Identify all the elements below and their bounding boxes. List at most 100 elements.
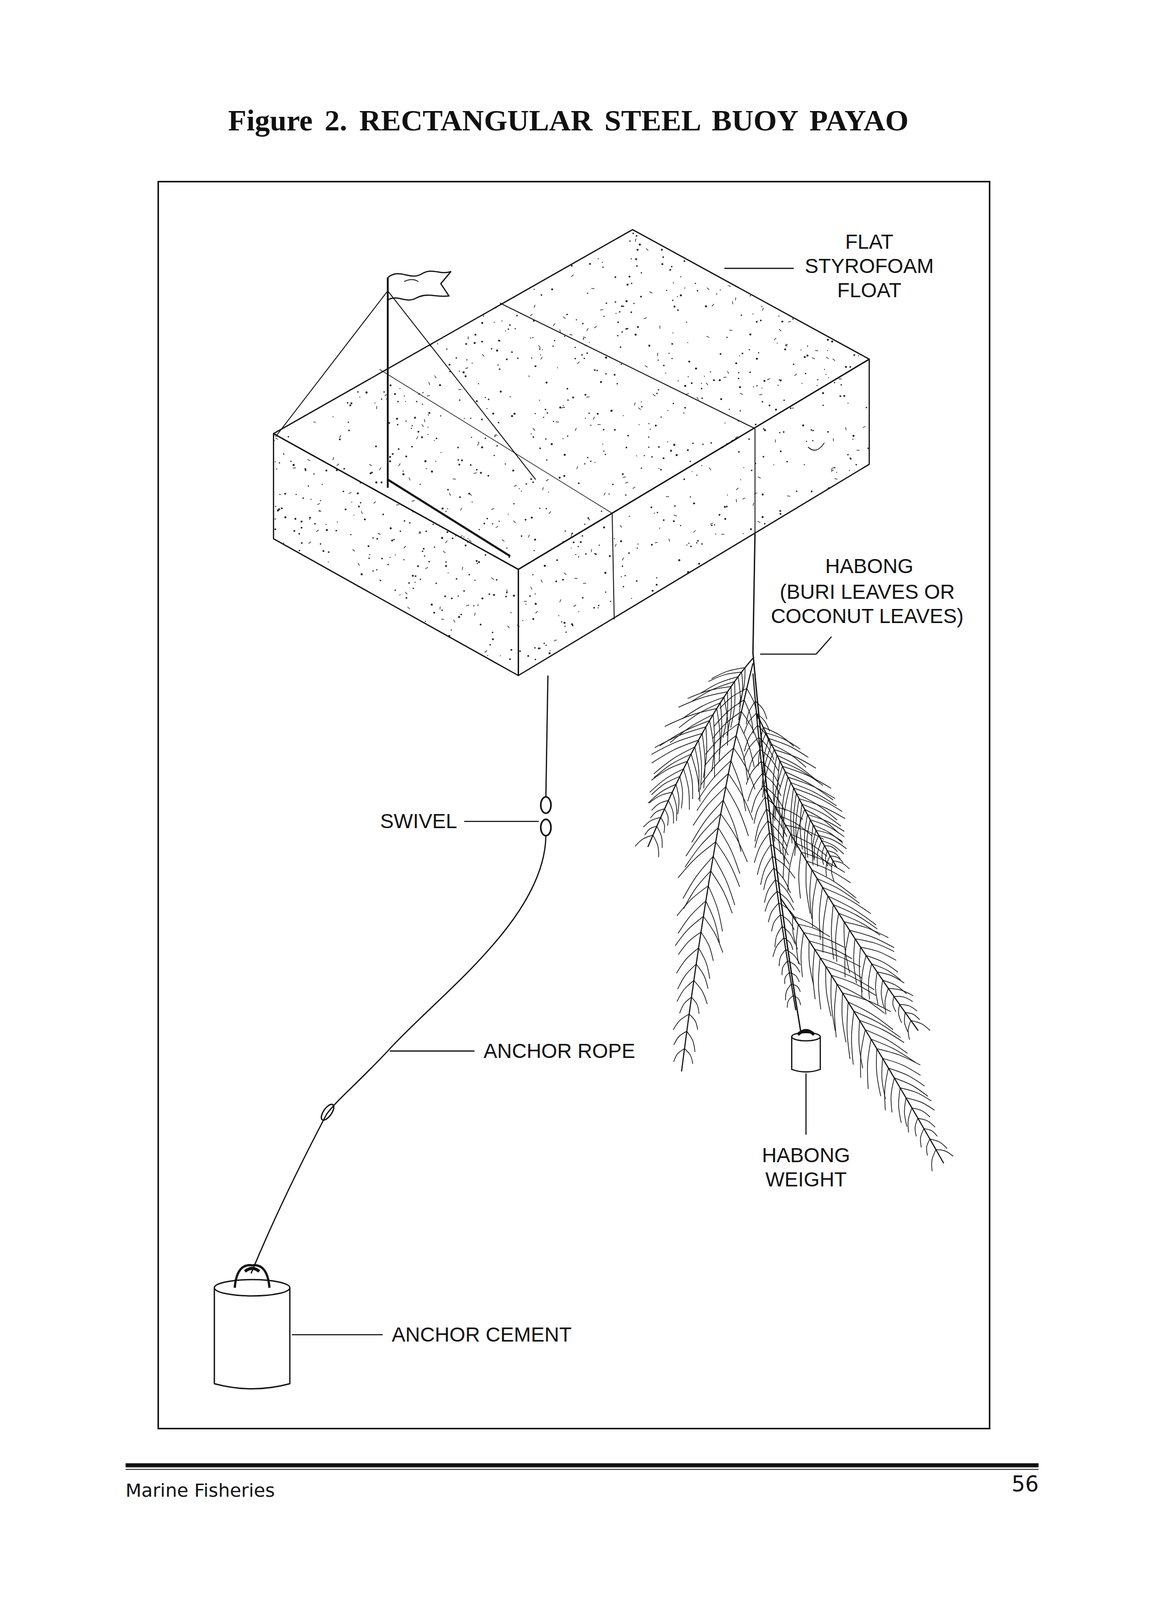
figure-title: Figure 2. RECTANGULAR STEEL BUOY PAYAO — [228, 102, 909, 139]
stipple-dot — [545, 459, 548, 461]
stipple-dot — [867, 447, 870, 449]
stipple-dot — [479, 471, 482, 474]
stipple-dot — [667, 609, 669, 611]
stipple-dot — [822, 392, 824, 395]
stipple-dot — [631, 640, 634, 643]
stipple-dot — [757, 668, 759, 671]
leaflet — [691, 997, 700, 1014]
stipple-dash — [732, 300, 734, 304]
stipple-dot — [672, 520, 675, 523]
stipple-dot — [627, 434, 629, 437]
stipple-dot — [475, 468, 478, 471]
stipple-dot — [617, 643, 620, 646]
stipple-dot — [470, 417, 472, 419]
stipple-dot — [380, 557, 383, 560]
stipple-dot — [402, 470, 404, 472]
stipple-dot — [617, 334, 619, 337]
stipple-dot — [274, 518, 277, 520]
stipple-dash — [638, 407, 641, 410]
stipple-dot — [368, 557, 370, 559]
stipple-dot — [467, 538, 469, 539]
stipple-dot — [428, 411, 431, 414]
leaflet — [871, 963, 901, 980]
stipple-dot — [481, 340, 484, 343]
stipple-dash — [398, 463, 401, 466]
stipple-dot — [833, 381, 836, 384]
stipple-dash — [668, 538, 670, 542]
stipple-dot — [604, 649, 607, 651]
stipple-dot — [664, 240, 666, 242]
leaflet — [884, 1067, 889, 1110]
leaflet — [782, 765, 831, 788]
stipple-dot — [399, 652, 402, 655]
stipple-dot — [297, 242, 299, 244]
stipple-dot — [855, 463, 857, 466]
stipple-dash — [553, 323, 555, 326]
stipple-dash — [833, 438, 835, 442]
stipple-dot — [621, 565, 624, 567]
stipple-dot — [636, 248, 639, 251]
leaflet — [825, 965, 831, 1016]
stipple-dot — [371, 660, 374, 663]
stipple-dash — [373, 501, 377, 504]
stipple-dash — [787, 495, 791, 497]
stipple-dash — [534, 304, 536, 308]
stipple-dot — [560, 620, 563, 623]
stipple-dot — [344, 508, 347, 511]
stipple-dot — [582, 596, 584, 599]
stipple-dot — [360, 572, 363, 575]
stipple-dot — [399, 594, 401, 596]
stipple-dash — [441, 618, 444, 620]
leaflet — [651, 733, 702, 755]
stipple-dot — [594, 461, 596, 463]
stipple-dot — [672, 282, 674, 284]
stipple-dot — [305, 665, 307, 667]
stipple-dash — [439, 606, 441, 610]
stipple-dash — [405, 591, 408, 595]
stipple-dot — [559, 406, 562, 409]
stipple-dot — [631, 658, 634, 661]
stipple-dash — [762, 307, 764, 311]
stipple-dash — [720, 598, 724, 600]
stipple-dot — [446, 507, 448, 509]
stipple-dot — [770, 265, 772, 267]
stipple-dot — [428, 240, 431, 243]
stipple-dash — [559, 599, 562, 602]
stipple-dot — [421, 436, 424, 439]
stipple-dot — [715, 572, 718, 575]
stipple-dot — [538, 507, 541, 509]
stipple-dot — [312, 356, 314, 359]
stipple-dot — [578, 611, 580, 613]
stipple-dash — [794, 373, 797, 376]
stipple-dot — [394, 393, 396, 396]
stipple-dot — [389, 455, 392, 458]
stipple-dash — [434, 287, 436, 291]
stipple-dash — [845, 427, 847, 430]
stipple-dot — [403, 558, 405, 560]
stipple-dot — [603, 450, 605, 452]
stipple-dot — [274, 328, 277, 330]
stipple-dash — [826, 357, 829, 359]
stipple-dot — [457, 446, 459, 448]
stipple-dot — [827, 430, 829, 433]
frond-stem — [762, 785, 919, 1031]
stipple-dash — [863, 481, 867, 483]
stipple-dot — [508, 658, 511, 660]
stipple-dot — [843, 651, 846, 654]
stipple-dot — [491, 637, 494, 640]
stipple-dot — [855, 645, 857, 648]
stipple-dash — [484, 650, 488, 653]
stipple-dot — [687, 667, 690, 670]
stipple-dot — [478, 528, 481, 531]
stipple-dot — [416, 245, 418, 247]
stipple-dash — [304, 612, 308, 614]
stipple-dot — [724, 517, 727, 520]
stipple-dot — [436, 293, 438, 295]
stipple-dash — [619, 524, 622, 528]
leaflet — [877, 971, 905, 983]
stipple-dot — [574, 346, 576, 349]
stipple-dot — [391, 539, 394, 542]
stipple-dot — [279, 645, 282, 648]
stipple-dot — [298, 670, 301, 673]
